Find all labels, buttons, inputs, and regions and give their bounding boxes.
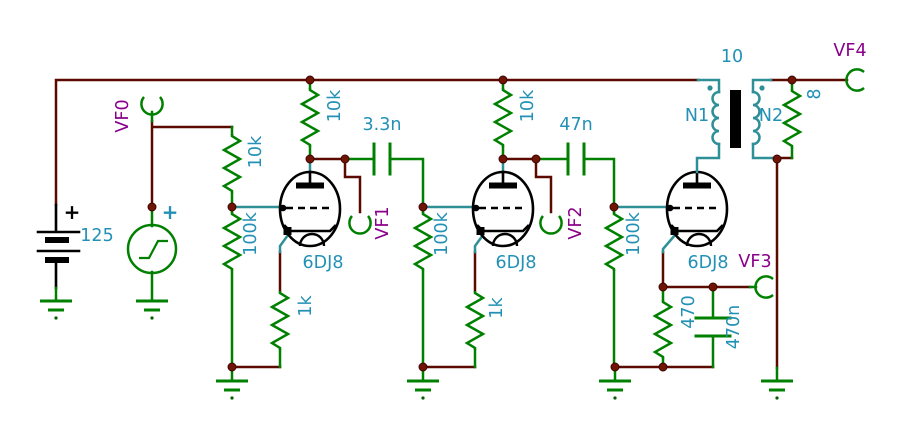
transformer-core (730, 90, 741, 148)
resistor-grid-1-label: 10k (246, 135, 266, 168)
probe-vf1[interactable] (348, 214, 372, 235)
probe-vf2-label: VF2 (566, 206, 586, 239)
resistor-grid-1[interactable] (222, 125, 242, 209)
tube-2-label: 6DJ8 (496, 253, 537, 273)
source-plus-label: + (162, 200, 179, 224)
signal-source[interactable] (126, 208, 178, 303)
capacitor-coupling-2[interactable] (538, 142, 616, 205)
phase-dot-secondary (759, 85, 765, 91)
tube-1[interactable] (278, 170, 342, 248)
probe-vf3[interactable] (748, 275, 775, 299)
resistor-plate-1-label: 10k (325, 89, 345, 122)
wire-secondary-bottom[interactable] (775, 156, 794, 370)
battery-plus-label: + (64, 200, 81, 224)
phase-dot-primary (707, 85, 713, 91)
probe-vf1-label: VF1 (373, 206, 393, 239)
resistor-cathode-2[interactable] (465, 289, 485, 369)
wire-plate-node-2[interactable] (501, 157, 553, 214)
output-transformer[interactable] (695, 78, 779, 174)
tube-1-label: 6DJ8 (303, 253, 344, 273)
capacitor-coupling-2-label: 47n (559, 115, 592, 135)
resistor-grid-leak-1[interactable] (222, 205, 242, 369)
battery[interactable] (36, 203, 81, 303)
capacitor-cathode-3-label: 470n (724, 305, 744, 350)
ground-output[interactable] (759, 379, 795, 402)
transformer-ratio-label: 10 (721, 47, 743, 67)
probe-vf3-label: VF3 (738, 252, 771, 272)
capacitor-coupling-1-label: 3.3n (363, 115, 402, 135)
wire-top-rail[interactable] (54, 78, 700, 207)
junction-dots (147, 75, 797, 372)
probe-vf4-label: VF4 (833, 41, 866, 61)
probe-vf0[interactable] (140, 95, 164, 123)
resistor-cathode-2-label: 1k (487, 297, 507, 319)
resistor-grid-leak-1-label: 100k (241, 211, 261, 255)
resistor-grid-leak-2-label: 100k (432, 211, 452, 255)
ground-stage-3[interactable] (597, 379, 633, 402)
tube-3-label: 6DJ8 (688, 253, 729, 273)
resistor-load[interactable] (775, 80, 802, 381)
resistor-plate-1[interactable] (300, 80, 320, 161)
probe-vf4[interactable] (845, 68, 866, 92)
resistor-cathode-3-label: 470 (679, 295, 699, 328)
probe-vf2[interactable] (539, 214, 563, 235)
tube-3[interactable] (665, 170, 729, 248)
resistor-grid-leak-3-label: 100k (624, 211, 644, 255)
resistor-grid-leak-3[interactable] (604, 205, 624, 369)
capacitor-coupling-1[interactable] (345, 142, 425, 205)
capacitor-cathode-3[interactable] (694, 287, 732, 369)
resistor-cathode-3[interactable] (653, 287, 673, 369)
probe-vf0-label: VF0 (113, 99, 133, 132)
transformer-secondary-label: N2 (759, 106, 783, 126)
wire-source-branch[interactable] (150, 119, 234, 206)
resistor-cathode-1[interactable] (270, 289, 290, 369)
resistor-plate-2[interactable] (493, 80, 513, 161)
resistor-cathode-1-label: 1k (296, 295, 316, 317)
ground-stage-2[interactable] (405, 379, 441, 402)
transformer-primary-label: N1 (685, 106, 709, 126)
tube-2[interactable] (471, 170, 535, 248)
ground-battery[interactable] (38, 299, 74, 322)
wire-plate-node-1[interactable] (308, 157, 362, 214)
resistor-grid-leak-2[interactable] (413, 205, 433, 369)
ground-source[interactable] (134, 299, 170, 322)
ground-stage-1[interactable] (214, 379, 250, 402)
resistor-load-label: 8 (805, 88, 825, 99)
resistor-plate-2-label: 10k (518, 89, 538, 122)
battery-value-label: 125 (80, 226, 113, 246)
